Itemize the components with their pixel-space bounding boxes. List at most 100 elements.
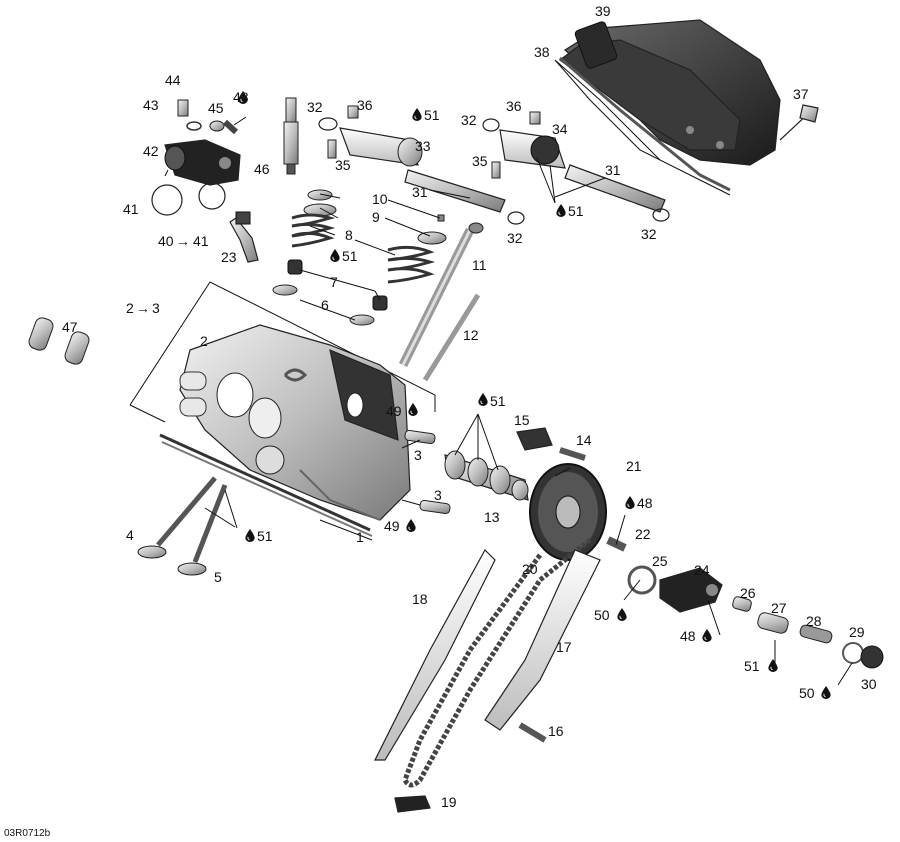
label-51a: 51 — [424, 107, 440, 123]
rocker-shaft-right — [564, 164, 666, 213]
label-51c: 51 — [342, 248, 358, 264]
bolt-48a — [222, 119, 239, 135]
camshaft-13 — [444, 450, 529, 501]
plug-45 — [209, 120, 225, 132]
dowel-3a — [404, 429, 436, 445]
label-17: 17 — [556, 639, 572, 655]
label-51b: 51 — [568, 203, 584, 219]
label-15: 15 — [514, 412, 530, 428]
label-21: 21 — [626, 458, 642, 474]
tensioner-housing-24 — [659, 567, 723, 613]
label-49b: 49 — [384, 518, 400, 534]
label-19: 19 — [441, 794, 457, 810]
label-50a: 50 — [594, 607, 610, 623]
o-ring-32b — [482, 118, 500, 132]
rocker-arm-left — [339, 127, 423, 167]
spring-27 — [757, 612, 789, 634]
oil-drop-icon — [406, 519, 416, 532]
label-1: 1 — [356, 529, 364, 545]
oil-drop-icon — [408, 403, 418, 416]
o-ring-29 — [842, 642, 864, 664]
tube-47 — [28, 317, 90, 365]
label-2-to-3-to: 3 — [152, 300, 160, 316]
label-25: 25 — [652, 553, 668, 569]
label-22: 22 — [635, 526, 651, 542]
diagram-code: 03R0712b — [4, 828, 51, 839]
cylinder-head — [129, 281, 436, 521]
label-32c: 32 — [507, 230, 523, 246]
label-40-to-41: 41 — [193, 233, 209, 249]
o-ring-32a — [318, 117, 338, 131]
label-9: 9 — [372, 209, 380, 225]
label-35b: 35 — [472, 153, 488, 169]
label-36b: 36 — [506, 98, 522, 114]
label-48c: 48 — [680, 628, 696, 644]
leader-lines — [164, 116, 853, 686]
label-31b: 31 — [605, 162, 621, 178]
oil-drop-icon — [821, 686, 831, 699]
arrow-40-to-41: → — [176, 233, 190, 249]
label-51f: 51 — [744, 658, 760, 674]
label-20: 20 — [522, 561, 538, 577]
push-rod-12 — [422, 293, 481, 382]
label-16: 16 — [548, 723, 564, 739]
adjuster-35a — [327, 139, 337, 159]
label-3a: 3 — [414, 447, 422, 463]
oil-drop-icon — [625, 496, 635, 509]
chain-guide-17 — [484, 549, 601, 731]
adjuster-35b — [491, 161, 501, 179]
label-12: 12 — [463, 327, 479, 343]
o-ring-32d — [652, 208, 670, 222]
plug-30 — [860, 645, 884, 669]
seal-41 — [151, 184, 183, 216]
label-43: 43 — [143, 97, 159, 113]
oil-drop-icon — [478, 393, 488, 406]
bolt-16 — [518, 722, 547, 743]
oil-drop-icon — [702, 629, 712, 642]
label-3b: 3 — [434, 487, 442, 503]
label-29: 29 — [849, 624, 865, 640]
label-18: 18 — [412, 591, 428, 607]
label-13: 13 — [484, 509, 500, 525]
rod-28 — [799, 624, 833, 644]
push-rod-11 — [398, 222, 484, 368]
label-36a: 36 — [357, 97, 373, 113]
part-labels: 1 2 2 → 3 3 3 4 5 6 7 8 9 10 11 12 13 14… — [4, 3, 877, 839]
adjuster-36a — [347, 105, 359, 119]
bolt-14 — [559, 447, 586, 461]
timing-chain-20 — [402, 538, 592, 788]
valve-5 — [177, 484, 228, 576]
label-24: 24 — [694, 562, 710, 578]
rocker-shaft-left — [404, 169, 506, 213]
label-35a: 35 — [335, 157, 351, 173]
valve-springs — [272, 189, 447, 326]
o-ring-25 — [627, 565, 657, 595]
label-32a: 32 — [307, 99, 323, 115]
label-51d: 51 — [490, 393, 506, 409]
label-46: 46 — [254, 161, 270, 177]
label-11: 11 — [472, 257, 487, 273]
o-ring-32c — [507, 211, 525, 225]
label-34: 34 — [552, 121, 568, 137]
label-42: 42 — [143, 143, 159, 159]
label-51e: 51 — [257, 528, 273, 544]
label-41: 41 — [123, 201, 139, 217]
oil-drop-icon — [556, 204, 566, 217]
label-49a: 49 — [386, 403, 402, 419]
adjuster-36b — [529, 111, 541, 125]
label-2: 2 — [200, 333, 208, 349]
label-50b: 50 — [799, 685, 815, 701]
label-30: 30 — [861, 676, 877, 692]
label-10: 10 — [372, 191, 388, 207]
oil-drop-icon — [412, 108, 422, 121]
label-5: 5 — [214, 569, 222, 585]
arrow-2-to-3: → — [136, 300, 150, 316]
oil-drop-icon — [768, 659, 778, 672]
label-32d: 32 — [641, 226, 657, 242]
label-32b: 32 — [461, 112, 477, 128]
timing-gear-21 — [529, 463, 607, 561]
gasket-40 — [198, 182, 226, 210]
label-6: 6 — [321, 297, 329, 313]
